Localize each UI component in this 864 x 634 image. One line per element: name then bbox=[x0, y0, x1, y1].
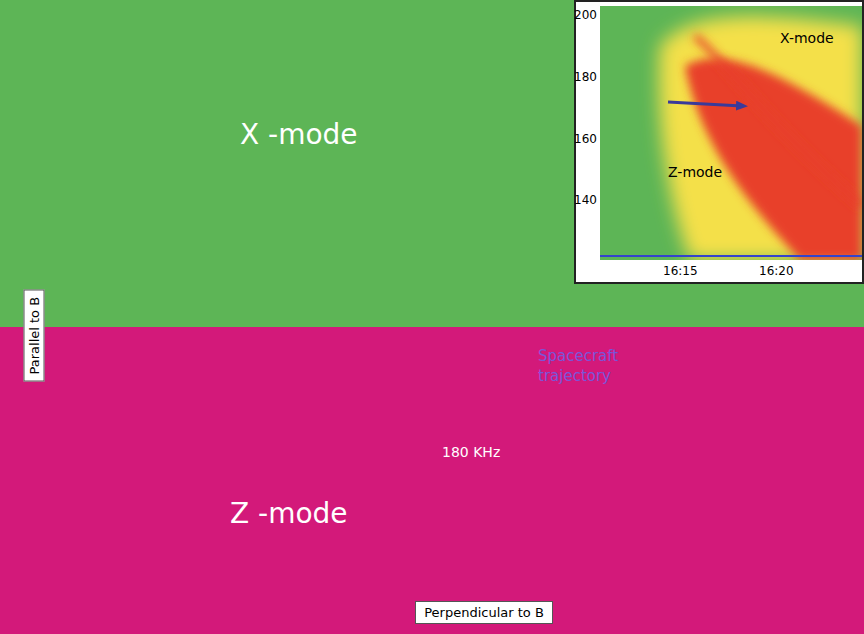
tick-label: 160 bbox=[574, 132, 597, 146]
region-label: X -mode bbox=[240, 118, 358, 151]
axis-label: Parallel to B bbox=[25, 290, 44, 380]
mode-label: X-mode bbox=[780, 30, 834, 46]
region-label: Z -mode bbox=[230, 497, 348, 530]
tick-label: 16:20 bbox=[759, 264, 794, 278]
spectrogram-inset: X-modeZ-mode 200 180 160 140 16:15 16:20 bbox=[574, 0, 864, 284]
tick-label: 16:15 bbox=[663, 264, 698, 278]
tick-label: 200 bbox=[574, 8, 597, 22]
resonance-band bbox=[0, 312, 864, 634]
tick-label: 180 bbox=[574, 70, 597, 84]
tick-label: 140 bbox=[574, 193, 597, 207]
z-mode-region: Z -mode bbox=[0, 327, 864, 634]
trajectory-label: Spacecraft trajectory bbox=[538, 346, 638, 386]
mode-label: Z-mode bbox=[668, 164, 722, 180]
axis-label-box: Parallel to B bbox=[24, 289, 45, 381]
frequency-label: 180 KHz bbox=[442, 444, 500, 460]
axis-label: Perpendicular to B bbox=[416, 602, 552, 623]
axis-label-box: Perpendicular to B bbox=[415, 601, 553, 624]
